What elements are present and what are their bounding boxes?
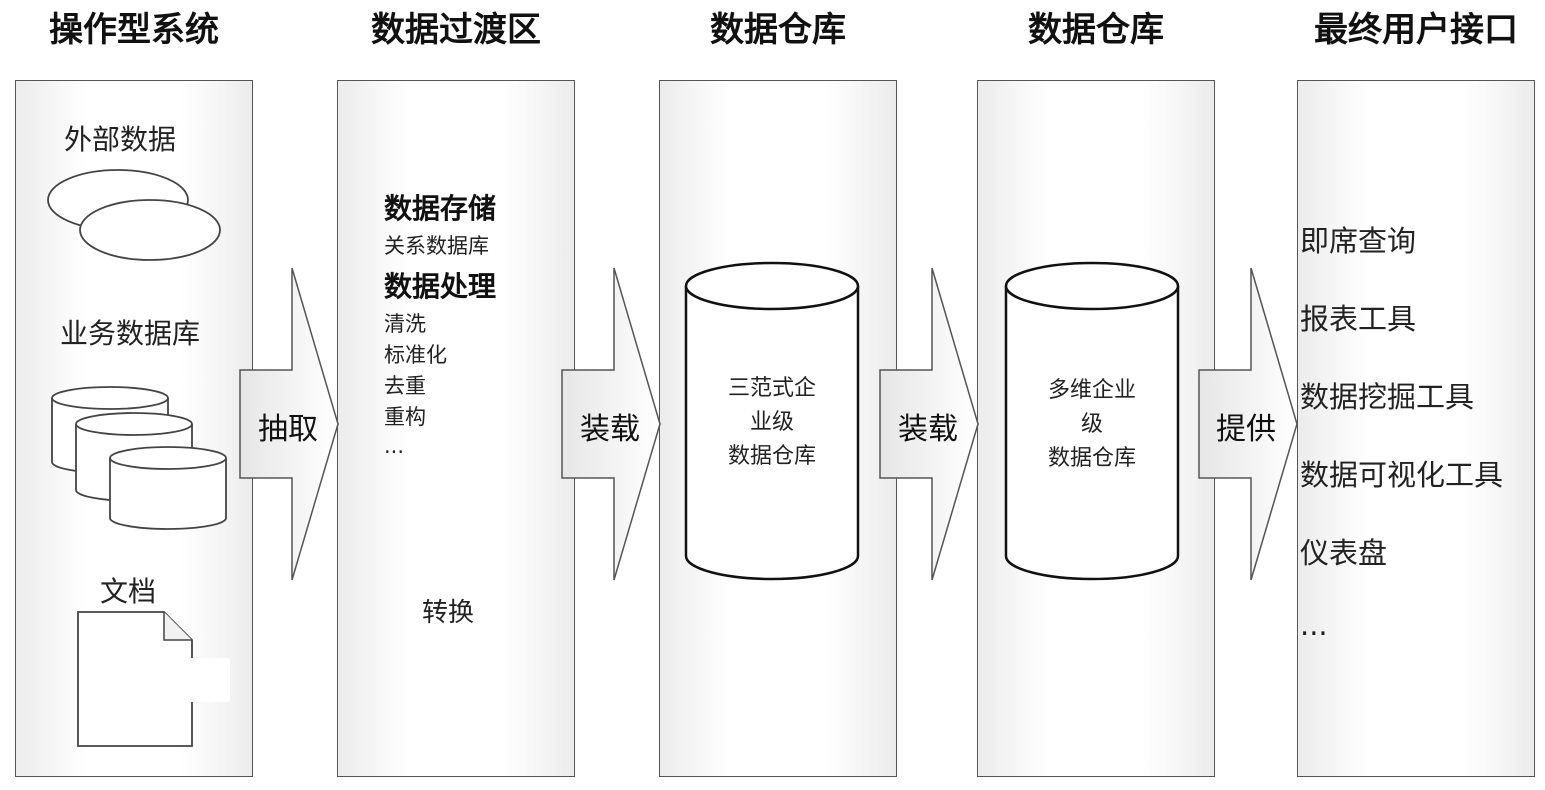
arrow-provide [1198,267,1298,581]
end-user-item: 即席查询 [1300,224,1417,258]
arrow-extract [239,267,339,581]
external-data-icon [47,169,221,261]
data-processing-heading: 数据处理 [384,270,497,303]
business-database-icon [51,386,227,530]
end-user-item: 数据可视化工具 [1300,458,1504,492]
arrow-extract-label: 抽取 [258,412,318,447]
processing-item: 去重 [384,374,426,398]
warehouse-3nf-cylinder-icon [684,261,860,581]
end-user-item: 报表工具 [1300,302,1417,336]
warehouse-dim-cylinder-icon [1004,261,1180,581]
arrow-provide-label: 提供 [1216,412,1276,447]
arrow-load-1 [561,267,661,581]
column-title-warehouse-dim: 数据仓库 [1028,10,1164,50]
column-title-end-user: 最终用户接口 [1314,10,1518,50]
column-title-warehouse-3nf: 数据仓库 [710,10,846,50]
column-title-operational: 操作型系统 [49,10,219,50]
data-storage-heading: 数据存储 [384,192,497,225]
end-user-item: ... [1300,608,1328,642]
external-data-label: 外部数据 [64,123,177,156]
arrow-load-1-label: 装载 [580,412,640,447]
business-database-label: 业务数据库 [60,317,201,350]
processing-item: ... [384,434,405,458]
warehouse-3nf-label: 三范式企 业级 数据仓库 [700,372,844,474]
warehouse-dim-line1: 多维企业 [1047,378,1136,403]
document-label: 文档 [100,575,157,608]
end-user-item: 数据挖掘工具 [1300,380,1475,414]
end-user-item: 仪表盘 [1300,536,1388,570]
warehouse-3nf-line3: 数据仓库 [727,444,816,469]
processing-item: 标准化 [384,343,447,367]
document-icon [77,611,230,747]
warehouse-dim-line3: 数据仓库 [1047,446,1136,471]
processing-item: 重构 [384,405,426,429]
warehouse-3nf-line2: 业级 [749,410,794,435]
column-title-staging: 数据过渡区 [371,10,541,50]
end-user-column [1297,80,1535,777]
processing-item: 清洗 [384,312,426,336]
arrow-load-2-label: 装载 [898,412,958,447]
warehouse-3nf-line1: 三范式企 [727,376,816,401]
arrow-load-2 [879,267,979,581]
warehouse-dim-label: 多维企业 级 数据仓库 [1020,374,1164,476]
warehouse-dim-line2: 级 [1080,412,1103,437]
relational-database-label: 关系数据库 [384,234,489,258]
transform-label: 转换 [422,598,475,628]
